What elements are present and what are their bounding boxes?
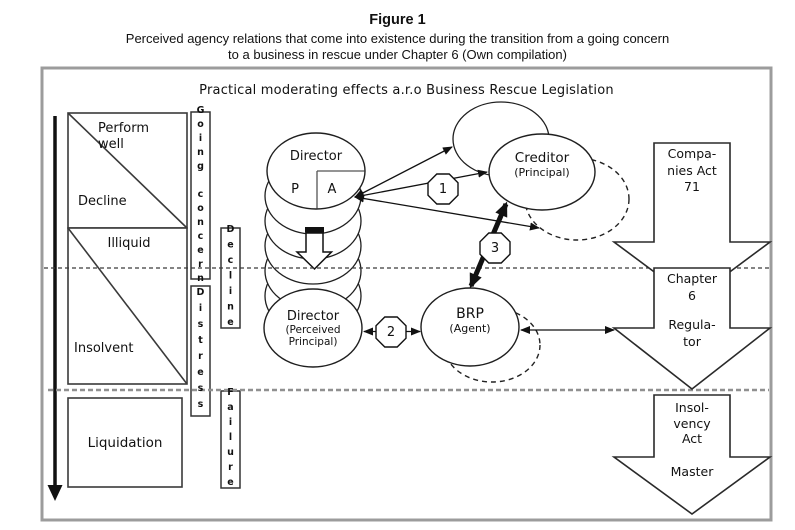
going-concern-label: Going concern [191, 105, 210, 287]
insolvency-line3: Act [681, 431, 703, 446]
creditor-ellipse [488, 133, 596, 211]
insolvency-line2: vency [673, 415, 711, 431]
director-top-ellipse [266, 132, 366, 210]
relation-badges [375, 173, 511, 348]
perform-well-label: Perform well [98, 121, 150, 152]
perform-decline-diagonal [67, 112, 188, 229]
badge1-octagon [427, 173, 459, 205]
director-principal-label: P [291, 182, 299, 197]
timeline-arrow-icon [47, 116, 63, 501]
companies-act-line2: nies Act [667, 162, 717, 178]
figure-title: Figure 1 [369, 12, 426, 28]
creditor-role-label: (Principal) [514, 166, 570, 179]
master-text: Master [670, 464, 714, 479]
chapter6-arrow-icon [611, 267, 773, 391]
going-concern-label-box [190, 111, 211, 280]
director-agent-label: A [327, 182, 337, 197]
director-bottom-ellipse [263, 288, 363, 368]
chapter6-text: Chapter 6 [652, 271, 732, 304]
decline-phase-text: Decline [225, 223, 236, 333]
badge2-octagon [375, 316, 407, 348]
insolvency-line1: Insol- [675, 400, 709, 415]
decline-phase-label: Decline [221, 224, 240, 333]
liquidation-box [67, 397, 183, 488]
decline-stage-label: Decline [78, 194, 127, 209]
distress-text: Distress [195, 287, 206, 415]
brp-role-label: (Agent) [449, 322, 491, 335]
failure-label: Failure [221, 387, 240, 492]
stage-boxes [67, 112, 188, 488]
insolvent-label: Insolvent [74, 341, 134, 356]
illiquid-insolvent-diagonal [67, 227, 188, 385]
failure-text: Failure [225, 387, 236, 492]
relation1-badge: 1 [438, 181, 448, 197]
legislation-arrows [611, 142, 773, 515]
liquidation-label: Liquidation [87, 434, 163, 451]
director-bottom-role2: Principal) [288, 336, 338, 348]
regulator-text: Regula- tor [652, 317, 732, 350]
phase-label-boxes [190, 111, 241, 489]
regulator-line2: tor [683, 333, 701, 349]
decline-label-box [220, 227, 241, 329]
relation3-badge: 3 [490, 240, 500, 256]
relation1-arrows [354, 146, 540, 231]
insolvency-act-text: Insol- vency Act [652, 400, 732, 447]
companies-act-text: Compa- nies Act 71 [652, 146, 732, 196]
relation2-badge: 2 [386, 324, 396, 340]
companies-act-line1: Compa- [667, 146, 717, 161]
creditor-ellipses [452, 101, 630, 241]
companies-act-arrow-icon [611, 142, 773, 301]
creditor-label: Creditor [514, 150, 570, 166]
chapter6-line1: Chapter [667, 271, 717, 286]
brp-label: BRP [456, 306, 484, 322]
badge3-octagon [479, 232, 511, 264]
going-concern-text: Going concern [195, 104, 206, 287]
failure-label-box [220, 390, 241, 489]
chapter6-line2: 6 [688, 287, 696, 303]
insolvency-act-arrow-icon [611, 394, 773, 515]
director-bottom-role1: (Perceived [285, 324, 341, 336]
illiquid-label: Illiquid [107, 236, 151, 251]
transition-down-arrow-icon [295, 227, 334, 271]
diagram-header: Practical moderating effects a.r.o Busin… [199, 83, 614, 98]
distress-label-box [190, 285, 211, 417]
figure-caption-line2: to a business in rescue under Chapter 6 … [228, 47, 567, 62]
regulator-line1: Regula- [668, 317, 716, 332]
director-top-label: Director [289, 149, 343, 164]
figure-caption-line1: Perceived agency relations that come int… [125, 31, 670, 46]
director-bottom-label: Director [286, 309, 340, 324]
distress-label: Distress [191, 286, 210, 416]
companies-act-line3: 71 [684, 179, 700, 194]
